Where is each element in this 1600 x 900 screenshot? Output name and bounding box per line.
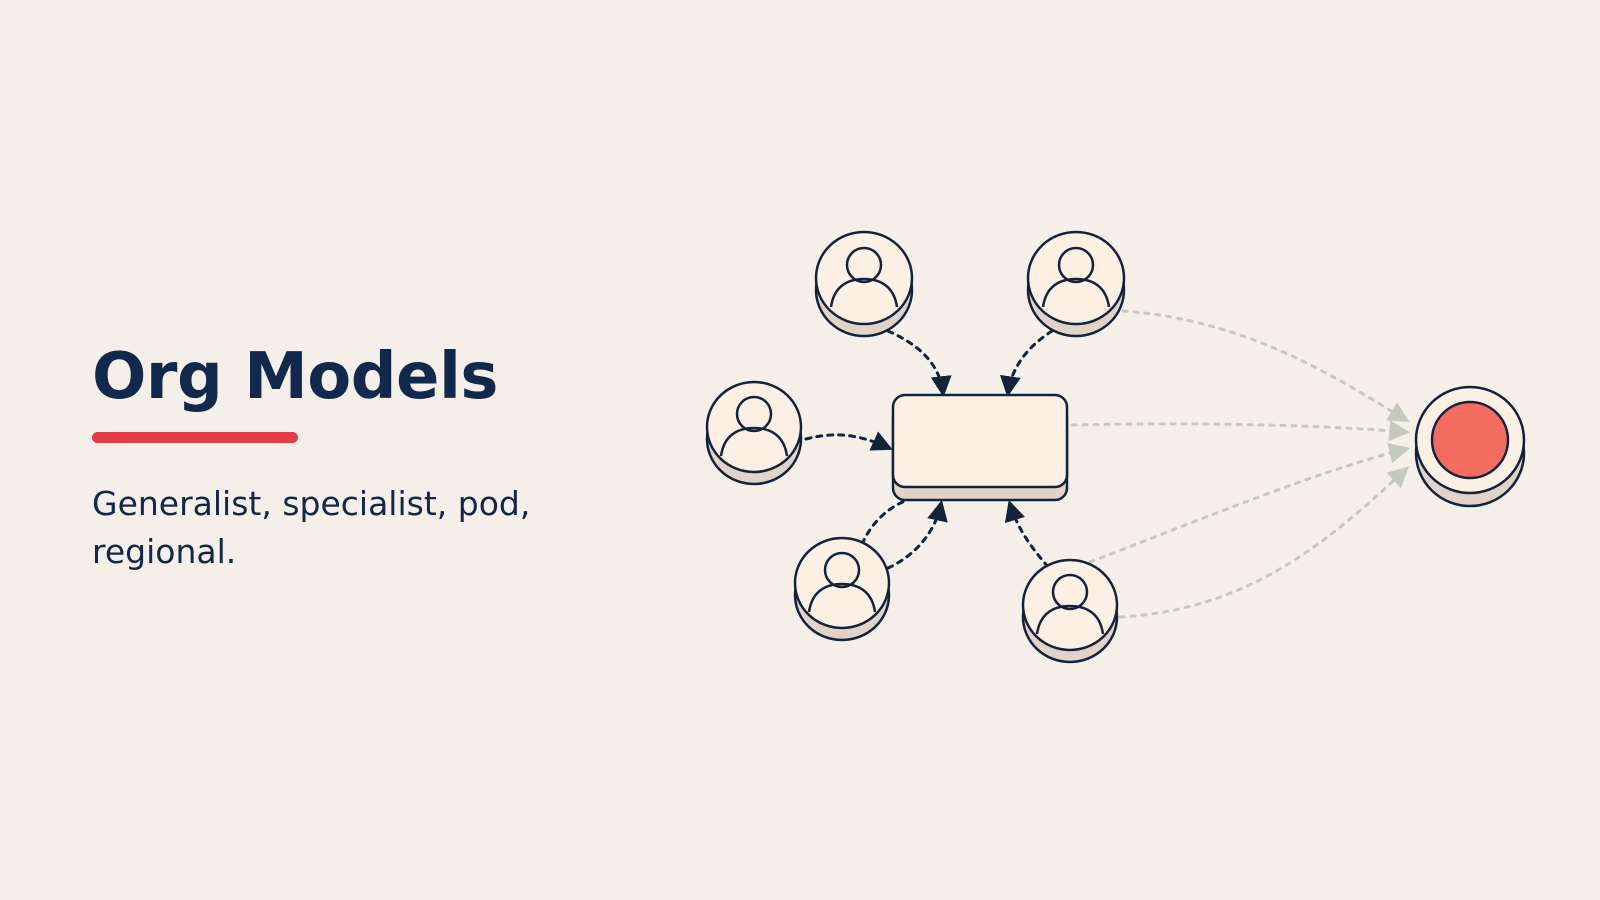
target-circle-icon — [1430, 400, 1510, 480]
person-node-left — [705, 380, 803, 486]
person-node-top-left — [814, 230, 914, 338]
page-subtitle: Generalist, specialist, pod, regional. — [92, 484, 531, 571]
faded-arrow-bottom-right-1 — [1088, 442, 1411, 564]
person-icon — [719, 395, 789, 457]
arrow-top-right — [999, 329, 1054, 398]
person-node-bottom-right — [1021, 558, 1119, 664]
page-title: Org Models — [92, 340, 498, 414]
person-node-bottom-left — [793, 536, 891, 642]
arrow-bottom-right — [1004, 499, 1050, 569]
arrow-bottom-left-1 — [860, 499, 907, 546]
person-icon — [829, 246, 899, 308]
person-icon — [1035, 573, 1105, 635]
title-underline — [92, 432, 298, 443]
person-node-top-right — [1026, 230, 1126, 338]
hub-node — [891, 393, 1069, 502]
arrow-bottom-left-2 — [886, 499, 948, 570]
target-node — [1414, 385, 1526, 508]
person-icon — [1041, 246, 1111, 308]
arrow-left — [804, 431, 893, 451]
faded-arrows — [1070, 309, 1411, 619]
faded-arrow-hub — [1070, 420, 1411, 442]
title-block: Org Models — [92, 340, 498, 443]
dark-arrows — [804, 329, 1054, 570]
person-icon — [807, 551, 877, 613]
faded-arrow-bottom-right-2 — [1118, 466, 1410, 619]
arrow-top-left — [886, 329, 952, 398]
faded-arrow-top-right — [1121, 309, 1410, 423]
